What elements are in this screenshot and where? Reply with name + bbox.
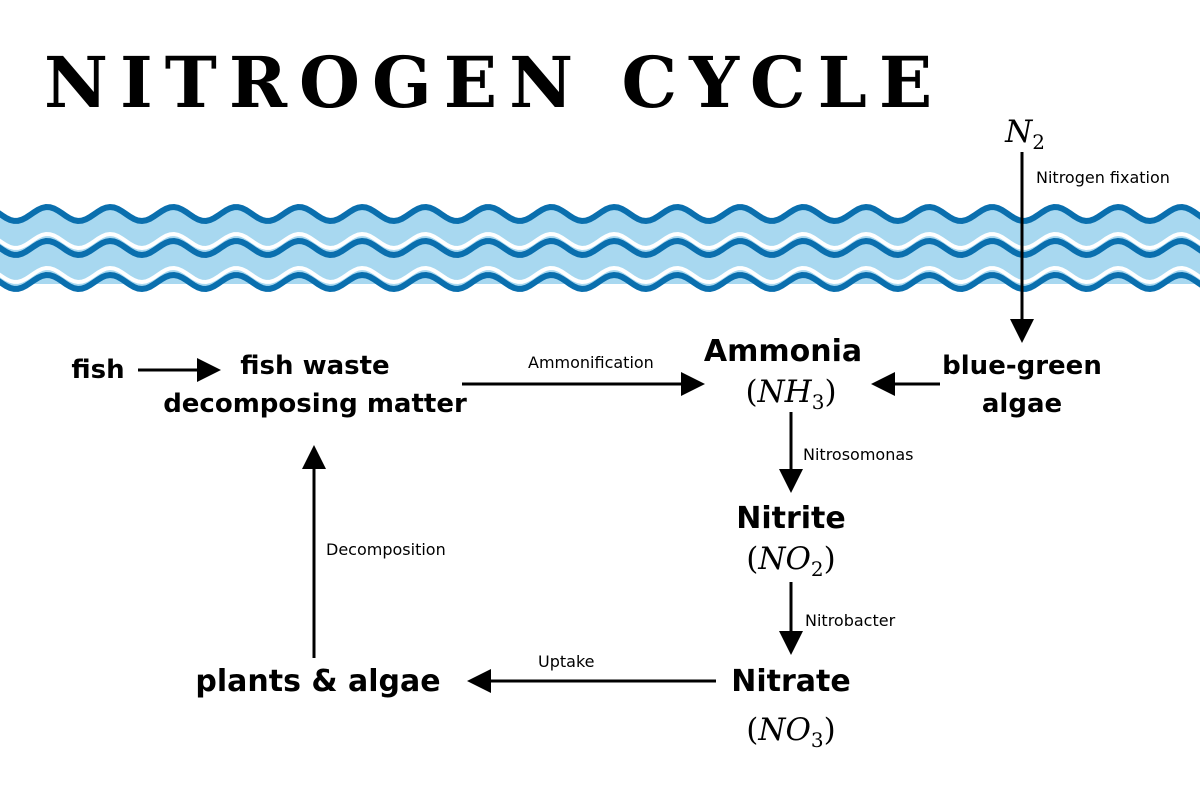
wave-line [0, 203, 1200, 225]
ammonia-formula: (NH3) [745, 374, 837, 415]
node-ammonia: Ammonia [703, 334, 863, 369]
blue-green-line2: algae [981, 389, 1063, 419]
label-uptake: Uptake [538, 652, 595, 671]
water-top-fill [0, 207, 1200, 240]
nitrite-formula: (NO2) [746, 541, 836, 582]
ammonia-formula-subscript: 3 [811, 390, 825, 415]
blue-green-line1: blue-green [942, 351, 1102, 381]
node-nitrite: Nitrite [736, 501, 846, 536]
ammonia-formula-symbol: NH [757, 374, 812, 410]
nitrate-formula-subscript: 3 [810, 728, 824, 753]
label-nitrogen-fixation: Nitrogen fixation [1036, 168, 1170, 187]
node-nitrate: Nitrate [731, 664, 851, 699]
fish-waste-line2: decomposing matter [163, 389, 467, 419]
wave-highlight [0, 197, 1200, 217]
wave-highlight [0, 231, 1200, 251]
wave-line [0, 237, 1200, 259]
diagram-title: NITROGEN CYCLE [44, 41, 945, 124]
nitrate-formula-symbol: NO [758, 712, 811, 748]
nitrite-formula-symbol: NO [758, 541, 811, 577]
water-waves [0, 197, 1200, 293]
arrows [138, 152, 1034, 693]
label-decomposition: Decomposition [326, 540, 446, 559]
nitrate-formula: (NO3) [746, 712, 836, 753]
n2-subscript: 2 [1032, 130, 1045, 155]
label-nitrosomonas: Nitrosomonas [803, 445, 914, 464]
nitrite-formula-subscript: 2 [810, 557, 824, 582]
fish-waste-line1: fish waste [240, 351, 390, 381]
n2-symbol: N [1005, 114, 1033, 150]
wave-highlight [0, 265, 1200, 285]
node-fish-waste: fish waste decomposing matter [150, 347, 480, 423]
node-blue-green-algae: blue-green algae [930, 347, 1114, 423]
wave-line [0, 271, 1200, 293]
label-ammonification: Ammonification [528, 353, 654, 372]
n2-label: N2 [990, 112, 1060, 162]
node-fish: fish [71, 355, 125, 385]
label-nitrobacter: Nitrobacter [805, 611, 896, 630]
node-plants-algae: plants & algae [195, 664, 441, 699]
